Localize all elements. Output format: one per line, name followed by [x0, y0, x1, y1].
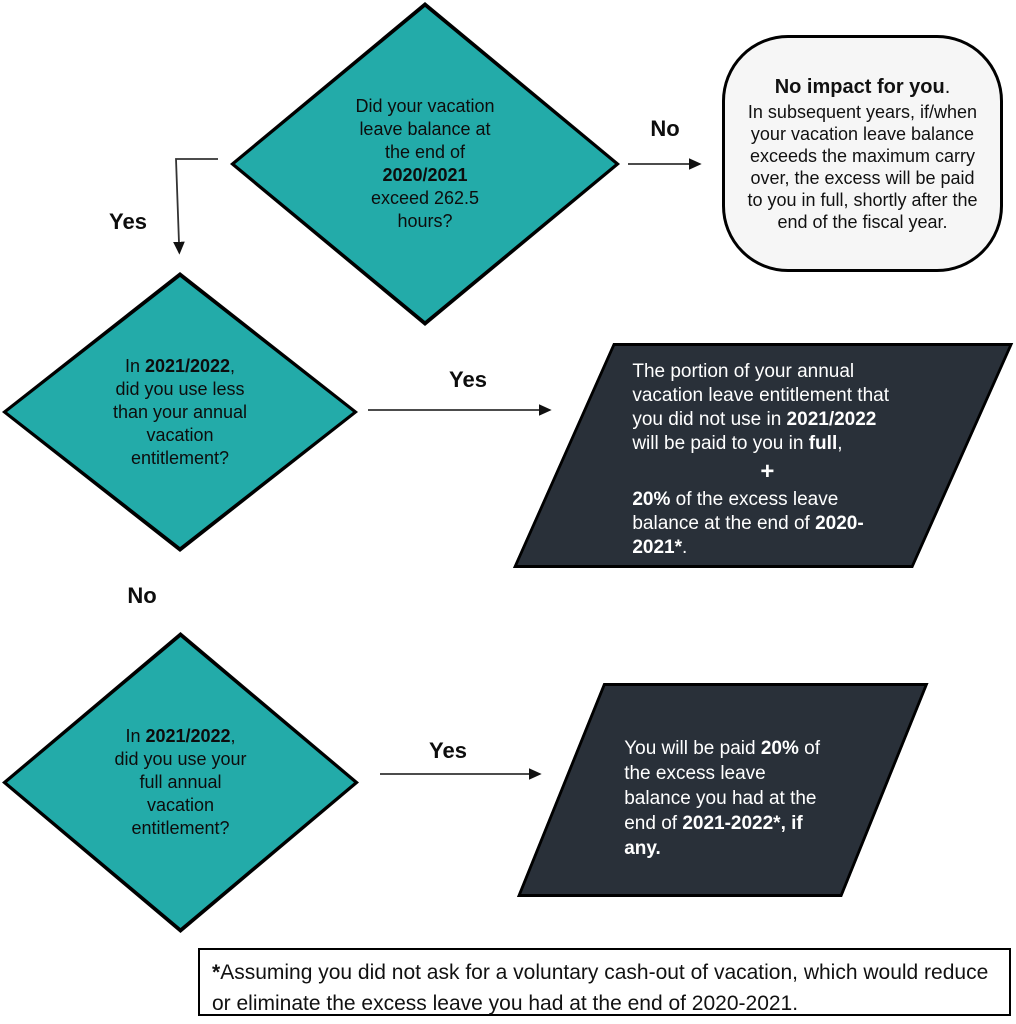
text-line: In 2021/2022,: [124, 355, 236, 376]
text-line: leave balance at: [359, 119, 491, 139]
text-line: The portion of your annual: [632, 361, 855, 382]
parallelogram-text: You will be paid 20% of the excess leave…: [624, 736, 884, 861]
parallelogram-content: You will be paid 20% of the excess leave…: [521, 686, 840, 894]
text-line: the end of: [384, 142, 466, 162]
text-line: end of 2021-2022*, if: [624, 813, 803, 834]
text-line: did you use less: [115, 378, 245, 399]
text-line: balance at the end of 2020-: [632, 513, 864, 534]
text-line: Did your vacation: [355, 96, 495, 116]
edge-label-yes: Yes: [109, 209, 147, 234]
output-paid-full-plus-20pct: The portion of your annual vacation leav…: [513, 343, 1014, 568]
diamond-question-text: Did your vacation leave balance at the e…: [230, 2, 620, 326]
text-line: will be paid to you in full,: [632, 433, 843, 454]
text-line: vacation: [146, 795, 215, 815]
edge-label-yes: Yes: [429, 738, 467, 763]
terminator-title: No impact for you.: [774, 76, 951, 98]
text-line: vacation leave entitlement that: [632, 385, 890, 406]
text-line: 2020/2021: [382, 165, 468, 185]
text-line: You will be paid 20% of: [624, 738, 820, 759]
text-line: In 2021/2022,: [125, 726, 236, 746]
text-line: the excess leave: [624, 763, 766, 784]
diamond-question-text: In 2021/2022, did you use your full annu…: [2, 632, 359, 933]
text-line: full annual: [139, 772, 222, 792]
text-line: did you use your: [114, 749, 247, 769]
text-line: exceed 262.5: [370, 188, 480, 208]
arrow-yes-to-diamond2: [173, 158, 218, 255]
text-line: In subsequent years, if/when: [747, 102, 978, 122]
plus-sign: +: [760, 458, 775, 485]
footnote-assumption: *Assuming you did not ask for a voluntar…: [198, 948, 1011, 1016]
edge-label-yes: Yes: [449, 367, 487, 392]
output-paid-20pct-excess: You will be paid 20% of the excess leave…: [517, 683, 929, 897]
text-line: over, the excess will be paid: [750, 168, 975, 188]
edge-label-no: No: [127, 583, 157, 608]
edge-label-no: No: [650, 116, 680, 141]
text-line: to you in full, shortly after the: [747, 190, 978, 210]
decision-diamond-leave-balance-2020-2021: Did your vacation leave balance at the e…: [230, 2, 620, 326]
text-line: balance you had at the: [624, 788, 817, 809]
text-line: end of the fiscal year.: [777, 212, 948, 232]
text-line: entitlement?: [131, 818, 230, 838]
parallelogram-text: The portion of your annual vacation leav…: [632, 360, 967, 560]
text-line: vacation: [146, 424, 214, 445]
text-line: entitlement?: [130, 447, 230, 468]
decision-diamond-used-less-than-entitlement: In 2021/2022, did you use less than your…: [2, 272, 358, 552]
terminator-no-impact: No impact for you. In subsequent years, …: [722, 35, 1003, 272]
text-line: 20% of the excess leave: [632, 489, 839, 510]
text-line: any.: [624, 838, 661, 859]
text-line: you did not use in 2021/2022: [632, 409, 877, 430]
text-line: 2021*.: [632, 537, 688, 558]
decision-diamond-used-full-entitlement: In 2021/2022, did you use your full annu…: [2, 632, 359, 933]
parallelogram-content: The portion of your annual vacation leav…: [517, 346, 911, 565]
diamond-question-text: In 2021/2022, did you use less than your…: [2, 272, 358, 552]
text-line: than your annual: [112, 401, 248, 422]
text-line: hours?: [397, 211, 453, 231]
text-line: your vacation leave balance: [750, 124, 975, 144]
text-line: exceeds the maximum carry: [749, 146, 976, 166]
